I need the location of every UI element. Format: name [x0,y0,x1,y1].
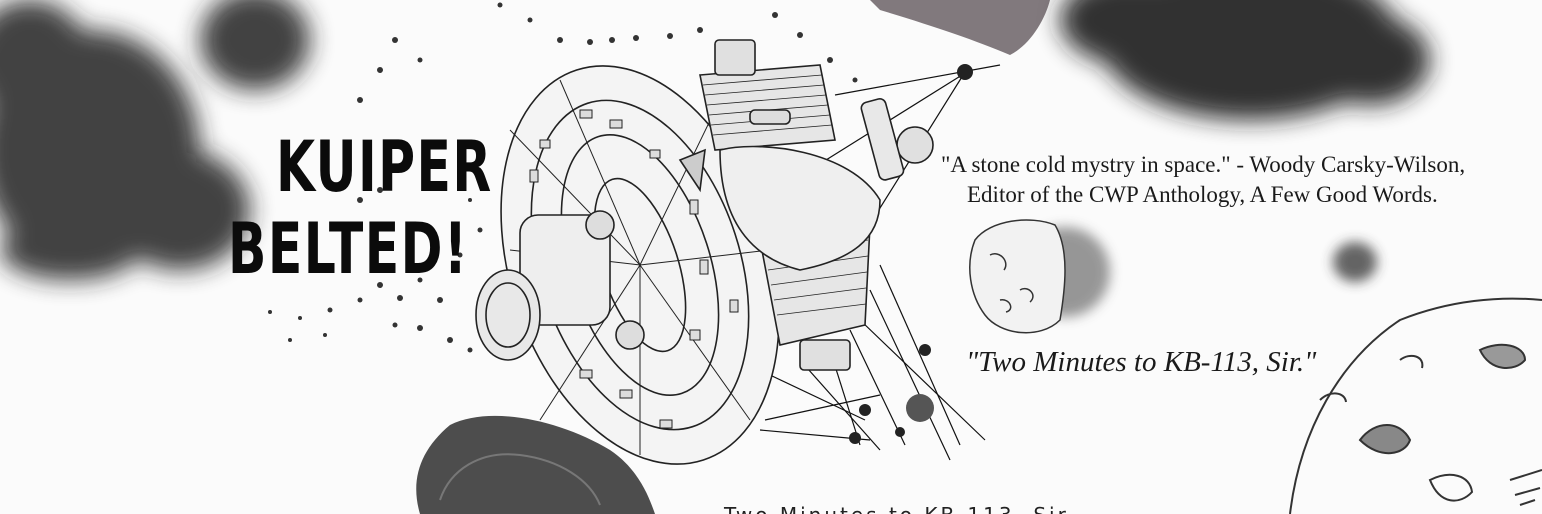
quote-line-1: "A stone cold mystry in space." - Woody … [941,152,1466,177]
small-smoke-puff [1333,242,1377,282]
top-right-smoke-cloud [1060,0,1430,120]
title-line-1: KUIPER [276,126,493,208]
middle-asteroid [969,219,1066,334]
spaceship [475,39,934,465]
bottom-right-asteroid [1289,297,1542,514]
bottom-left-asteroid [416,415,655,514]
bottom-caption: Two Minutes to KB-113, Sir [724,503,1069,514]
top-rock [870,0,1050,55]
impact-bursts [849,64,973,444]
quote-line-2: Editor of the CWP Anthology, A Few Good … [967,182,1438,207]
title-line-2: BELTED! [228,208,469,290]
tagline: "Two Minutes to KB-113, Sir." [966,346,1317,378]
left-smoke-cloud [0,0,310,280]
particle-stream [268,2,858,353]
